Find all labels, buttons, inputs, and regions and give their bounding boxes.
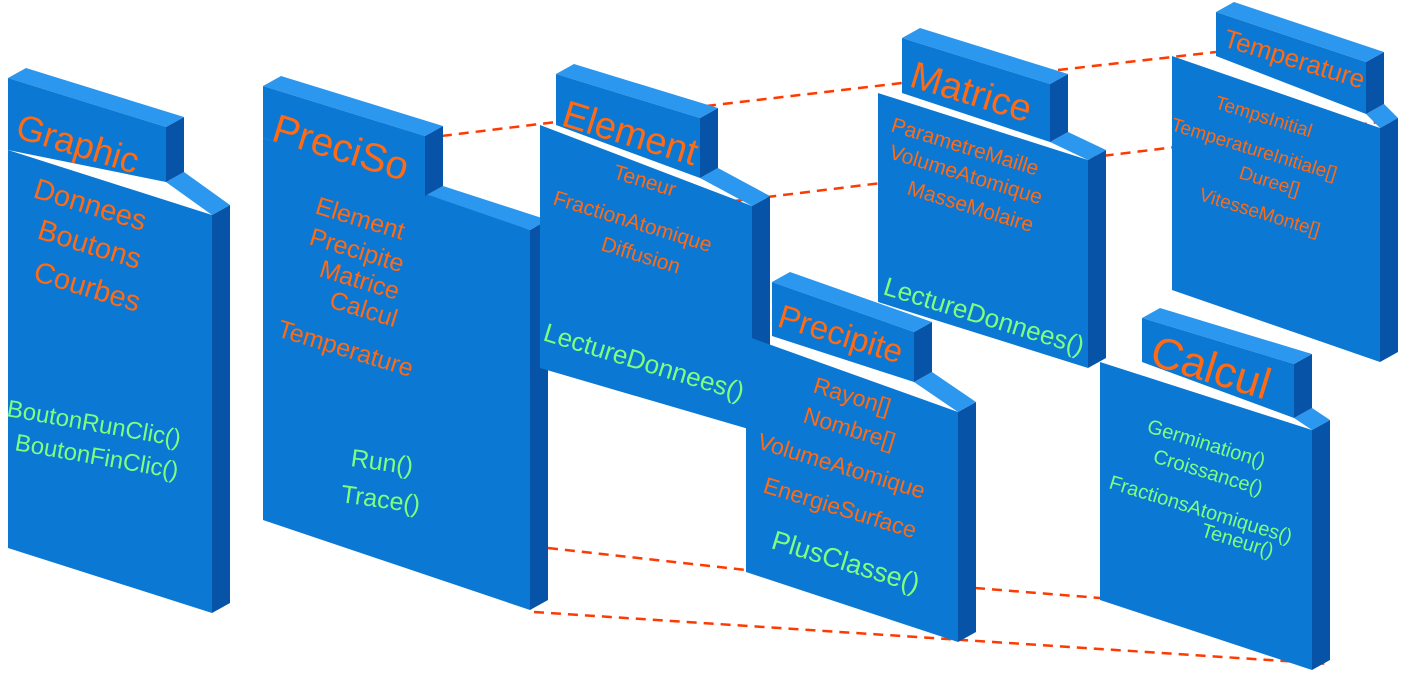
card-side: [1312, 420, 1330, 670]
tab-top: [1216, 2, 1384, 62]
tab-front: [8, 78, 166, 182]
card-front: [746, 336, 958, 642]
card-front: [1100, 362, 1312, 670]
tab-side: [1366, 52, 1384, 114]
tab-top: [902, 28, 1068, 84]
card-side: [1088, 150, 1106, 368]
card-top: [1366, 104, 1398, 128]
tab-front: [902, 38, 1050, 142]
card-side: [1380, 118, 1398, 362]
tab-side: [425, 126, 443, 196]
connector-preciso-precipite: [547, 546, 747, 572]
card-front: [878, 93, 1088, 368]
card-front: [8, 150, 212, 613]
card-top: [1050, 132, 1106, 160]
tab-front: [263, 86, 425, 196]
tab-front: [1142, 318, 1294, 418]
tab-side: [700, 108, 718, 178]
connector-element-matrice: [705, 81, 903, 108]
connector-matrice-temperature: [1057, 50, 1217, 72]
class-card-graphic: Graphic Donnees Boutons Courbes BoutonRu…: [5, 68, 230, 613]
card-top: [425, 186, 548, 230]
connector-precipite-calcul: [974, 586, 1101, 600]
card-side: [212, 205, 230, 613]
card-front: [1172, 56, 1380, 362]
card-front: [540, 125, 752, 430]
class-card-element: Element Teneur FractionAtomique Diffusio…: [540, 64, 770, 430]
connector-preciso-calcul: [533, 610, 1331, 666]
card-top: [700, 168, 770, 206]
tab-top: [8, 68, 184, 127]
tab-top: [772, 272, 932, 332]
tab-top: [556, 64, 718, 118]
tab-side: [1294, 354, 1312, 418]
tab-top: [1142, 308, 1312, 364]
card-top: [166, 172, 230, 215]
class-card-precipite: Precipite Rayon[] Nombre[] VolumeAtomiqu…: [746, 272, 976, 642]
tab-front: [772, 282, 914, 382]
tab-top: [263, 76, 443, 136]
card-side: [958, 402, 976, 642]
tab-front: [1216, 12, 1366, 114]
card-top: [914, 372, 976, 412]
tab-side: [1050, 74, 1068, 142]
card-front: [263, 138, 530, 610]
connector-preciso-element: [424, 120, 557, 140]
tab-front: [556, 74, 700, 178]
tab-side: [914, 322, 932, 382]
card-top: [1294, 408, 1330, 430]
class-card-calcul: Calcul Germination() Croissance() Fracti…: [1100, 308, 1330, 670]
class-card-preciso: PreciSo Element Precipite Matrice Calcul…: [263, 76, 548, 610]
tab-side: [166, 117, 184, 182]
class-card-temperature: Temperature TempsInitial TemperatureInit…: [1169, 2, 1398, 362]
